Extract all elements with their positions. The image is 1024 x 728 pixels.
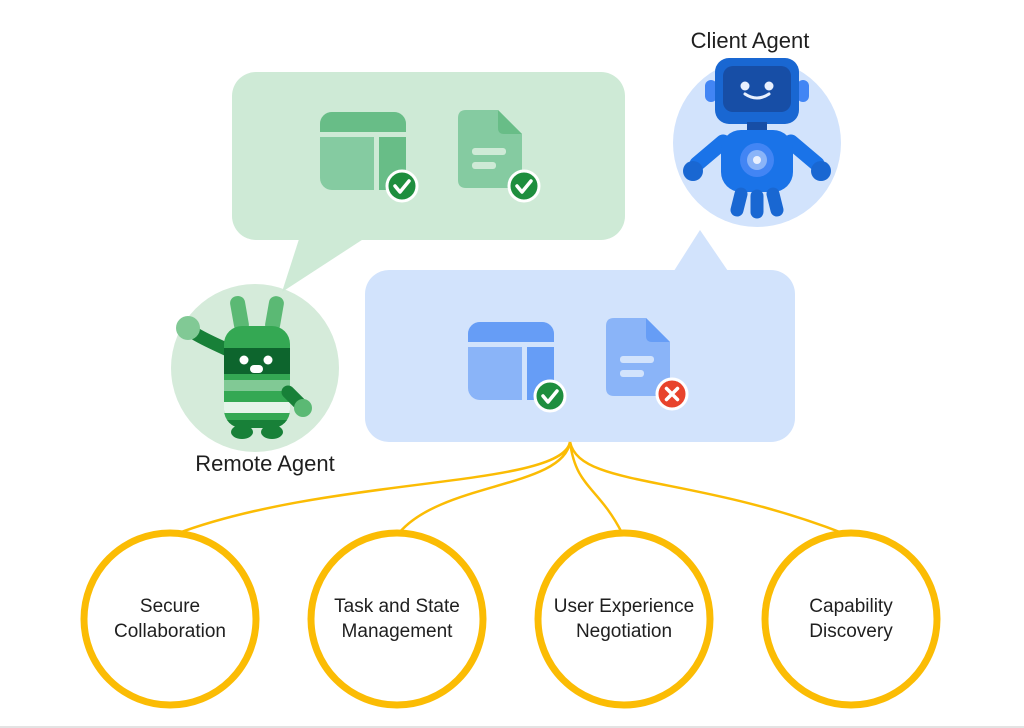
client-agent-speech-bubble bbox=[365, 230, 795, 442]
connector-line bbox=[568, 441, 624, 534]
check-badge-icon bbox=[385, 169, 419, 203]
capability-circle-capability-discovery bbox=[761, 529, 941, 709]
capability-circle-task-state-management bbox=[307, 529, 487, 709]
capability-circle-secure-collaboration bbox=[80, 529, 260, 709]
capability-label-line: Collaboration bbox=[114, 621, 226, 642]
connector-line bbox=[568, 441, 846, 536]
connector-line bbox=[398, 441, 572, 534]
capability-circle-user-experience-negotiation bbox=[534, 529, 714, 709]
remote-agent-label: Remote Agent bbox=[195, 451, 335, 476]
capability-circles bbox=[80, 529, 941, 709]
check-badge-icon bbox=[533, 379, 567, 413]
client-agent-robot-icon bbox=[683, 58, 831, 219]
capability-label: Secure Collaboration bbox=[85, 594, 255, 644]
capability-label-line: Capability bbox=[809, 596, 893, 617]
document-icon bbox=[606, 318, 670, 396]
document-icon bbox=[458, 110, 522, 188]
capability-label-line: Task and State bbox=[334, 596, 460, 617]
capability-label-line: User Experience bbox=[553, 596, 695, 617]
remote-agent-robot-icon bbox=[176, 295, 312, 439]
capability-label: Task and State Management bbox=[312, 594, 482, 644]
capability-label-line: Management bbox=[341, 621, 453, 642]
connector-line bbox=[175, 441, 572, 536]
capability-label: Capability Discovery bbox=[766, 594, 936, 644]
remote-agent-speech-bubble bbox=[232, 72, 625, 292]
error-badge-icon bbox=[655, 377, 689, 411]
capability-label-line: Negotiation bbox=[575, 621, 673, 642]
capability-label-line: Secure bbox=[139, 596, 201, 617]
capability-label: User Experience Negotiation bbox=[539, 594, 709, 644]
check-badge-icon bbox=[507, 169, 541, 203]
client-agent-label: Client Agent bbox=[690, 28, 810, 53]
bottom-edge-line bbox=[0, 726, 1024, 728]
capability-label-line: Discovery bbox=[809, 621, 893, 642]
connector-lines bbox=[175, 441, 846, 536]
